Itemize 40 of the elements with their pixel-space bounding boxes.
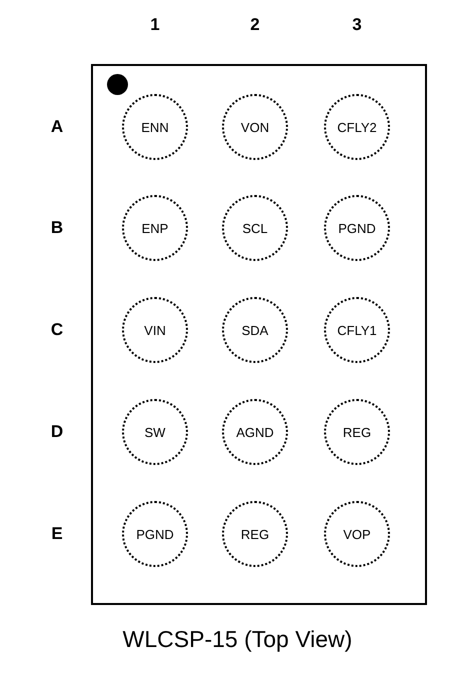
pin-label: SW [144,424,166,440]
pin-label: AGND [236,424,274,440]
solder-ball-pad [122,399,188,465]
package-outline [91,64,427,605]
pin-label: REG [240,526,270,542]
solder-ball-pad [122,195,188,261]
row-letter: E [50,524,64,544]
column-number: 1 [149,15,161,35]
column-number: 2 [249,15,261,35]
pin-label: ENN [141,120,169,134]
solder-ball-pad [222,94,288,160]
column-number: 3 [351,15,363,35]
solder-ball-pad [324,94,390,160]
solder-ball-pad [222,297,288,363]
row-letter: D [50,422,64,442]
solder-ball-pad [222,195,288,261]
solder-ball-pad [324,195,390,261]
pin-label: CFLY1 [337,322,377,338]
caption: WLCSP-15 (Top View) [122,626,352,653]
pin-label: VON [240,120,270,134]
pin-label: CFLY2 [337,120,377,134]
solder-ball-pad [122,94,188,160]
solder-ball-pad [122,501,188,567]
solder-ball-pad [324,501,390,567]
pin-label: ENP [142,220,168,236]
solder-ball-pad [222,501,288,567]
pin-label: VIN [144,322,166,338]
pin-label: SCL [242,220,268,236]
pin-label: SDA [242,322,268,338]
row-letter: B [50,218,64,238]
row-letter: A [50,117,64,137]
solder-ball-pad [222,399,288,465]
solder-ball-pad [324,297,390,363]
pin-label: REG [342,424,372,440]
pin-label: VOP [343,526,371,542]
solder-ball-pad [324,399,390,465]
pin-label: PGND [136,526,174,542]
pin-label: PGND [338,220,376,236]
solder-ball-pad [122,297,188,363]
row-letter: C [50,320,64,340]
